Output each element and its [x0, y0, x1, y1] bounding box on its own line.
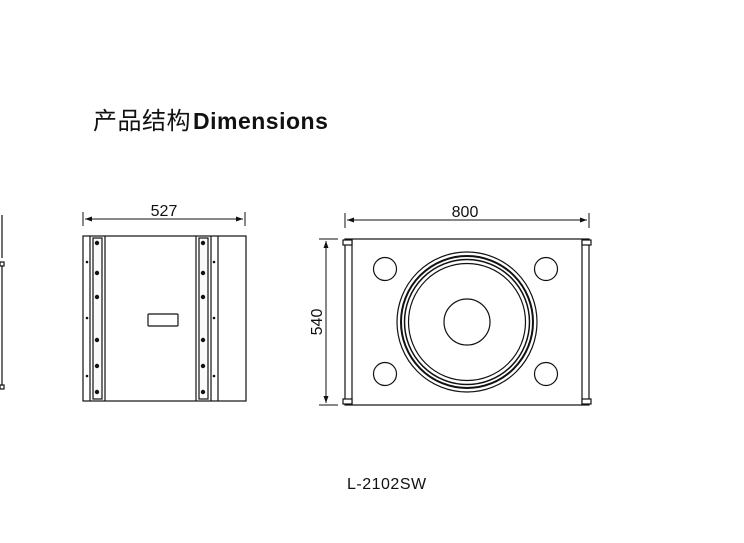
front-ports [372, 256, 559, 387]
side-cabinet-outline [82, 235, 247, 402]
side-left-rail [89, 236, 106, 401]
width-dimension-label: 800 [452, 204, 479, 221]
side-view: 527 [82, 203, 247, 402]
width-dimension-line [344, 213, 590, 228]
side-handle [147, 313, 179, 327]
heading-chinese: 产品结构 [93, 107, 191, 135]
depth-dimension-line [82, 212, 246, 226]
heading-english: Dimensions [193, 108, 329, 134]
height-dimension-label: 540 [309, 309, 326, 336]
side-rail-screws [85, 240, 216, 395]
front-corner-caps [342, 239, 592, 405]
model-label: L-2102SW [347, 476, 427, 493]
height-dimension-line [319, 238, 338, 406]
partial-view-left [0, 215, 5, 390]
depth-dimension-label: 527 [151, 203, 178, 220]
woofer [396, 251, 538, 393]
page-heading: 产品结构Dimensions [93, 101, 328, 136]
front-cabinet-outline [344, 238, 590, 406]
side-right-rail [195, 236, 219, 401]
front-view: 800 540 [309, 204, 592, 406]
